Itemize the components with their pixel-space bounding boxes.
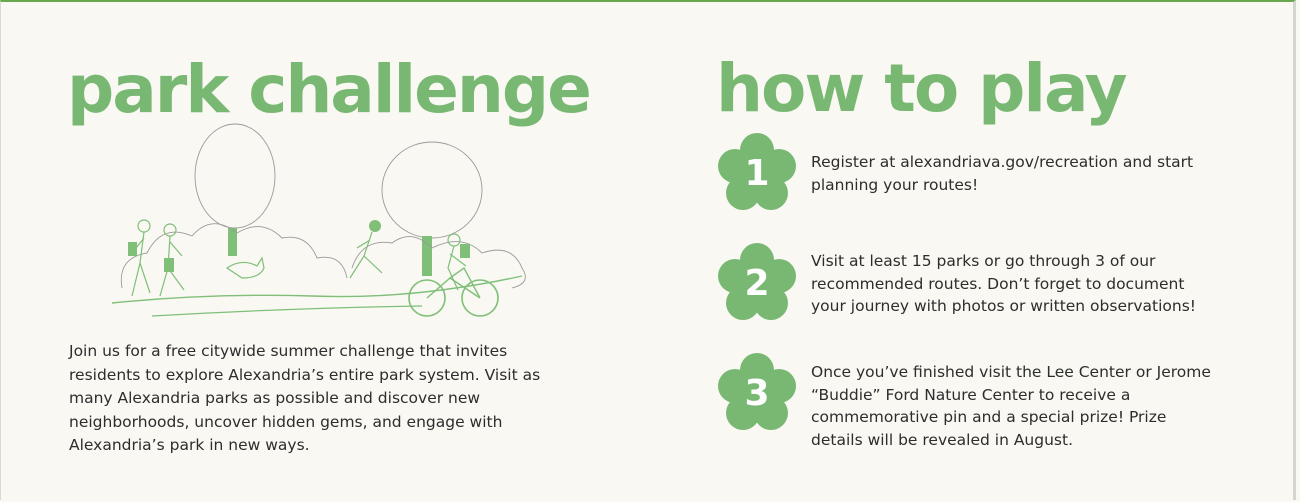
park-scene-illustration [111, 123, 526, 317]
step-text: Visit at least 15 parks or go through 3 … [811, 252, 1197, 315]
intro-paragraph: Join us for a free citywide summer chall… [69, 342, 541, 454]
step-number: 1 [744, 153, 769, 194]
flower-badge-icon: 3 [718, 353, 796, 430]
park-challenge-title: park challenge [67, 51, 592, 128]
how-to-play-title: how to play [716, 50, 1128, 127]
flower-badge-icon: 1 [718, 133, 796, 210]
flower-badge-icon: 2 [718, 243, 796, 320]
step-text: Once you’ve finished visit the Lee Cente… [811, 363, 1211, 449]
step-number: 2 [744, 263, 769, 304]
step-text: Register at alexandriava.gov/recreation … [811, 153, 1194, 194]
step-number: 3 [744, 373, 769, 414]
